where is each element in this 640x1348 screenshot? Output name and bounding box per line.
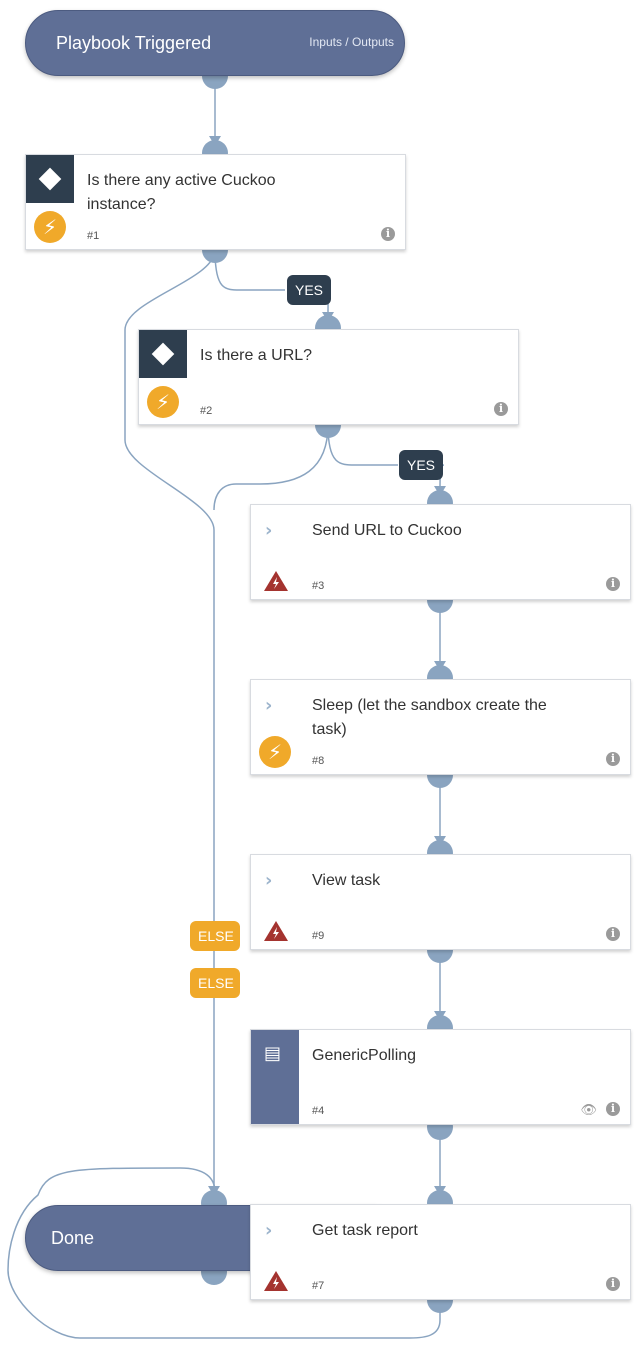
info-icon[interactable]: i (606, 1102, 620, 1116)
edge-2-else-to-done (213, 424, 329, 511)
task-2-condition[interactable]: ⚡ Is there a URL? #2 i (138, 329, 519, 425)
automation-icon: ⚡ (259, 736, 291, 768)
task-4-subplaybook[interactable]: ▤ GenericPolling #4 👁 i (250, 1029, 631, 1125)
info-icon[interactable]: i (494, 402, 508, 416)
automation-icon: ⚡ (147, 386, 179, 418)
task-label: Is there any active Cuckoo instance? (87, 172, 276, 213)
info-icon[interactable]: i (606, 752, 620, 766)
task-7[interactable]: › Get task report #7 i (250, 1204, 631, 1300)
chevron-right-icon: › (265, 870, 273, 891)
task-label: Send URL to Cuckoo (312, 522, 462, 539)
task-number: #9 (312, 930, 325, 942)
chevron-right-icon: › (265, 695, 273, 716)
task-number: #2 (200, 405, 213, 417)
task-1-condition[interactable]: ⚡ Is there any active Cuckoo instance? #… (25, 154, 406, 250)
task-label: Is there a URL? (200, 347, 313, 364)
automation-icon: ⚡ (34, 211, 66, 243)
eye-icon[interactable]: 👁 (580, 1102, 597, 1117)
end-title: Done (51, 1228, 95, 1248)
task-number: #3 (312, 580, 325, 592)
task-label: Sleep (let the sandbox create the task) (312, 697, 547, 738)
inputs-outputs-link[interactable]: Inputs / Outputs (309, 35, 394, 49)
task-3[interactable]: › Send URL to Cuckoo #3 i (250, 504, 631, 600)
info-icon[interactable]: i (381, 227, 395, 241)
else-branch-badge[interactable]: ELSE (190, 968, 240, 998)
condition-icon (26, 155, 74, 203)
condition-icon (139, 330, 187, 378)
playbook-icon-panel: ▤ (251, 1030, 299, 1124)
info-icon[interactable]: i (606, 1277, 620, 1291)
task-number: #7 (312, 1280, 325, 1292)
task-9[interactable]: › View task #9 i (250, 854, 631, 950)
book-icon: ▤ (264, 1043, 282, 1063)
chevron-right-icon: › (265, 520, 273, 541)
info-icon[interactable]: i (606, 927, 620, 941)
else-branch-badge[interactable]: ELSE (190, 921, 240, 951)
info-icon[interactable]: i (606, 577, 620, 591)
edge-7-to-done (7, 1167, 441, 1339)
task-label: View task (312, 872, 381, 889)
error-bolt-icon (264, 571, 288, 591)
task-label: Get task report (312, 1222, 418, 1239)
task-number: #8 (312, 755, 325, 767)
yes-branch-badge[interactable]: YES (399, 450, 443, 480)
chevron-right-icon: › (265, 1220, 273, 1241)
error-bolt-icon (264, 921, 288, 941)
task-number: #4 (312, 1105, 325, 1117)
edge-1-else-to-done (124, 249, 216, 1192)
start-title: Playbook Triggered (56, 33, 212, 53)
task-8[interactable]: › ⚡ Sleep (let the sandbox create the ta… (250, 679, 631, 775)
error-bolt-icon (264, 1271, 288, 1291)
playbook-triggered-node[interactable]: Playbook Triggered Inputs / Outputs (25, 10, 405, 76)
task-label: GenericPolling (312, 1047, 417, 1064)
yes-branch-badge[interactable]: YES (287, 275, 331, 305)
task-number: #1 (87, 230, 100, 242)
